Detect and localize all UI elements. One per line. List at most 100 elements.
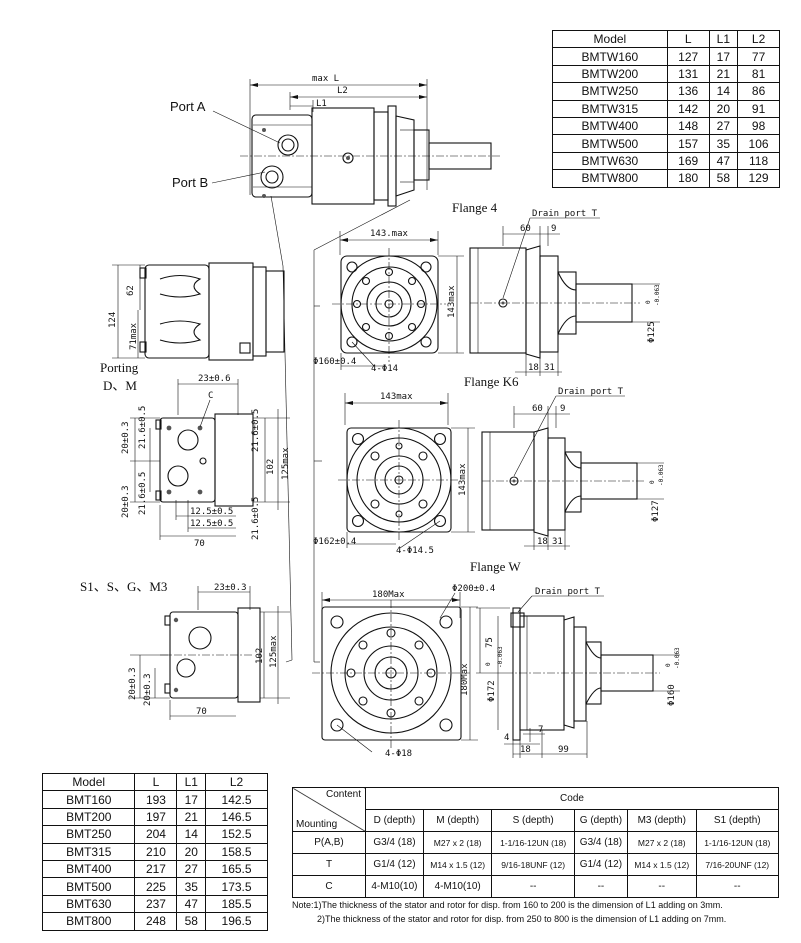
table-cell: G3/4 (18): [573, 831, 628, 854]
table-cell: M27 x 2 (18): [626, 831, 697, 854]
table-cell: --: [626, 875, 697, 898]
dim-phi125-tol-top: 0: [645, 300, 652, 304]
cell-l: 180: [666, 169, 710, 188]
table-cell: G1/4 (12): [573, 853, 628, 876]
cell-l: 142: [666, 99, 710, 118]
table-cell: --: [695, 875, 780, 898]
cell-l: 204: [134, 825, 178, 844]
leader-lines: [270, 195, 411, 663]
cell-l1: 17: [176, 790, 207, 809]
cell-model: BMTW800: [552, 169, 668, 188]
cell-l1: 47: [708, 151, 739, 171]
cell-l2: 142.5: [205, 790, 268, 809]
dim-18-b: 18: [537, 537, 548, 547]
header-col: M (depth): [422, 809, 493, 832]
cell-l1: 17: [708, 47, 739, 66]
label-porting-dm: D、M: [103, 378, 137, 393]
cell-l1: 21: [176, 807, 207, 827]
cell-model: BMT200: [41, 807, 136, 827]
cell-l1: 21: [708, 64, 739, 84]
cell-l: 210: [134, 842, 178, 861]
dim-125max: 125max: [281, 447, 291, 480]
dim-21-6-c: 21.6±0.5: [251, 409, 261, 452]
cell-l2: 196.5: [205, 912, 268, 931]
dim-w-phi160-tol-bot: -0.063: [674, 647, 681, 669]
flange-w-side-view: Drain port T 75 Φ172 0 -0.063 Φ160 0 -0.…: [476, 587, 681, 758]
cell-l2: 91: [737, 99, 780, 118]
flange-4-side-view: Drain port T 60 9 Φ125 0 -0.063 18 31: [469, 209, 661, 376]
dim-phi160: Φ160±0.4: [313, 357, 356, 367]
cell-l1: 47: [176, 894, 207, 914]
cell-l: 127: [666, 47, 710, 66]
label-porting: Porting: [100, 360, 139, 375]
dim-20-03-a: 20±0.3: [121, 421, 131, 454]
cell-l1: 35: [176, 877, 207, 896]
table-row: P(A,B) G3/4 (18) M27 x 2 (18) 1-1/16-12U…: [292, 831, 780, 854]
header-l1: L1: [708, 29, 739, 49]
flange-w-drain-port: Drain port T: [535, 587, 601, 597]
cell-l: 248: [134, 912, 178, 931]
label-flange-w: Flange W: [470, 559, 521, 574]
cell-l2: 146.5: [205, 807, 268, 827]
header-l2: L2: [205, 772, 268, 792]
table-header-row: Model L L1 L2: [552, 29, 780, 49]
table-cell: --: [573, 875, 628, 898]
dim-max-l: max L: [312, 74, 339, 84]
dim-k6-143max-side: 143max: [458, 463, 468, 496]
dim-l1: L1: [316, 99, 327, 109]
cell-l2: 81: [737, 64, 780, 84]
cell-l: 136: [666, 82, 710, 101]
porting-ssgm3-view: 23±0.3 20±0.3 20±0.3 102 125max 70: [128, 583, 290, 720]
cell-l: 169: [666, 151, 710, 171]
dim-w-180max-top: 180Max: [372, 590, 405, 600]
cell-l1: 58: [176, 912, 207, 931]
dim-s-125max: 125max: [269, 635, 279, 668]
cell-l: 237: [134, 894, 178, 914]
cell-l2: 106: [737, 134, 780, 153]
note-1: Note:1)The thickness of the stator and r…: [292, 900, 723, 910]
cell-model: BMT250: [41, 825, 136, 844]
cell-l2: 152.5: [205, 825, 268, 844]
cell-model: BMT160: [41, 790, 136, 809]
cell-model: BMTW400: [552, 116, 668, 136]
dim-k6-phi162: Φ162±0.4: [313, 537, 356, 547]
cell-l2: 86: [737, 82, 780, 101]
table-cell: G1/4 (12): [365, 853, 424, 876]
flange-4-front-view: 143.max 143max Φ160±0.4 4-Φ14: [313, 229, 464, 374]
cell-model: BMT630: [41, 894, 136, 914]
dim-102: 102: [266, 459, 276, 475]
dim-k6-60: 60: [532, 404, 543, 414]
header-model: Model: [552, 29, 668, 49]
dim-23-03: 23±0.3: [214, 583, 247, 593]
dim-w-phi200: Φ200±0.4: [452, 584, 495, 594]
label-flange-4: Flange 4: [452, 200, 498, 215]
label-port-a: Port A: [170, 99, 206, 114]
header-col: M3 (depth): [626, 809, 697, 832]
cell-l: 148: [666, 116, 710, 136]
table-cell: 7/16-20UNF (12): [695, 853, 780, 876]
dim-124: 124: [108, 312, 118, 328]
cell-l: 157: [666, 134, 710, 153]
cell-l2: 173.5: [205, 877, 268, 896]
dim-w-99: 99: [558, 745, 569, 755]
cell-model: BMTW630: [552, 151, 668, 171]
dim-70-a: 70: [194, 539, 205, 549]
flange-4-drain-port: Drain port T: [532, 209, 598, 219]
cell-model: BMT400: [41, 859, 136, 879]
table-header-row: D (depth) M (depth) S (depth) G (depth) …: [293, 809, 780, 832]
header-corner-cell: Content Mounting: [292, 787, 366, 832]
label-flange-k6: Flange K6: [464, 374, 519, 389]
dim-k6-phi127-tol-top: 0: [649, 480, 656, 484]
cell-model: BMTW315: [552, 99, 668, 118]
flange-k6-side-view: Drain port T 60 9 Φ127 0 -0.063 18 31: [481, 387, 665, 550]
cell-l1: 27: [176, 859, 207, 879]
cell-model: BMTW160: [552, 47, 668, 66]
cell-model: BMT500: [41, 877, 136, 896]
cell-l: 225: [134, 877, 178, 896]
